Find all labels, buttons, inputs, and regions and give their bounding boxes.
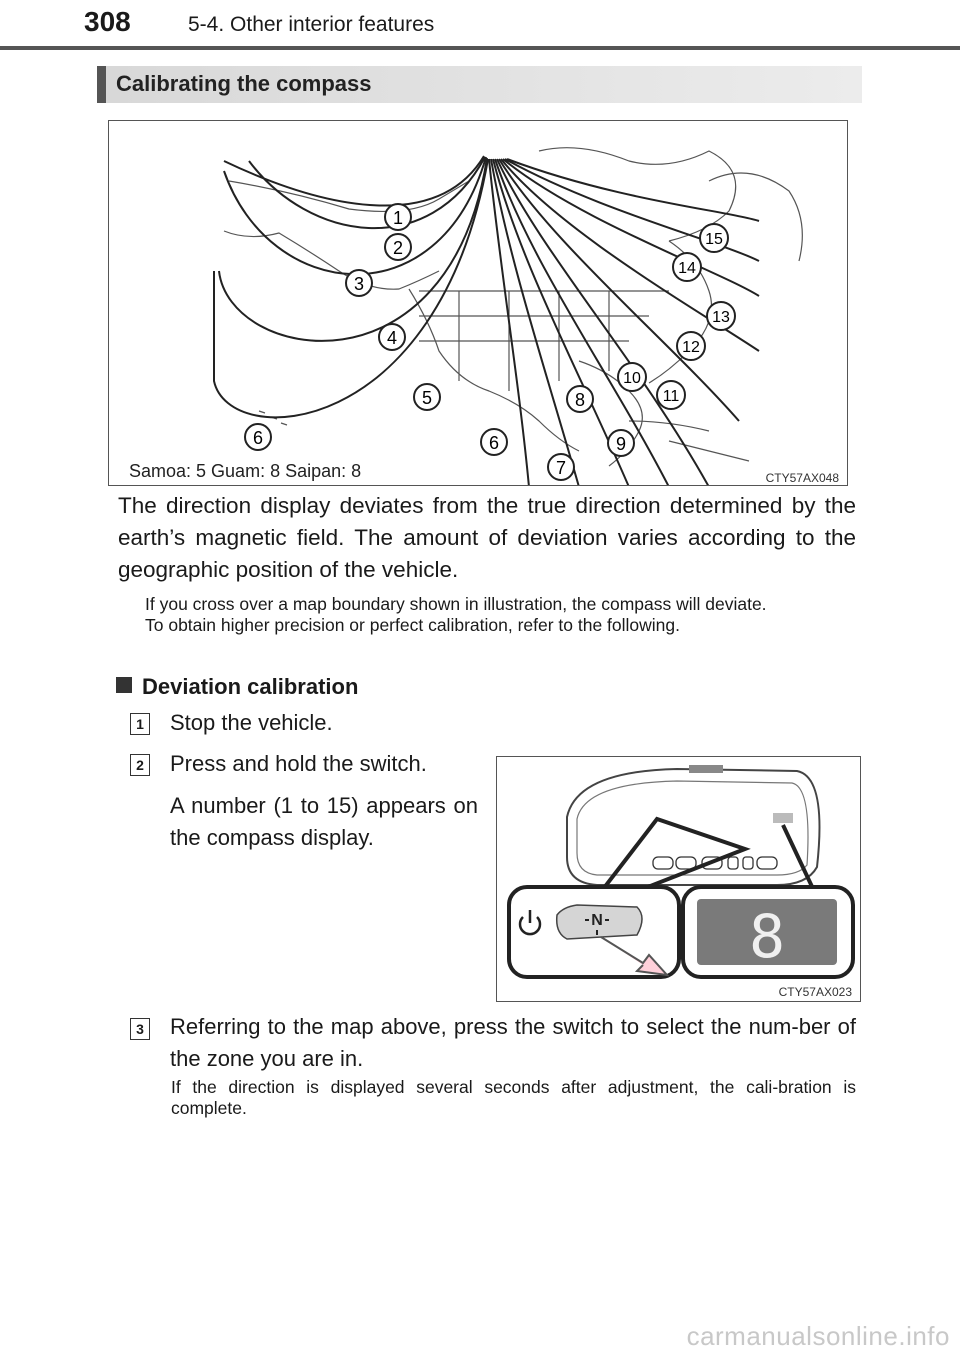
zone-label: 12 [682,339,700,356]
zone-markers: 1 2 3 4 5 6 6 7 8 9 10 11 12 13 14 15 [244,203,736,481]
step-badge: 3 [130,1018,150,1040]
square-bullet-icon [116,677,132,693]
zone-marker: 2 [384,233,412,261]
zone-label: 15 [705,231,723,248]
mirror-illustration: N 8 CTY57AX023 [496,756,861,1002]
sub-heading-text: Deviation calibration [142,674,359,699]
compass-display-value: 8 [749,902,785,972]
zone-label: 13 [712,309,730,326]
switch-label: N [591,912,603,929]
zone-label: 11 [663,388,680,405]
mirror-drawing: N 8 [507,765,855,979]
section-heading: Calibrating the compass [97,66,862,103]
note-line: To obtain higher precision or perfect ca… [145,615,681,635]
zone-marker: 9 [607,429,635,457]
map-illustration: 1 2 3 4 5 6 6 7 8 9 10 11 12 13 14 15 [213,147,803,485]
section-heading-text: Calibrating the compass [116,71,372,96]
zone-marker: 13 [706,301,736,331]
zone-label: 10 [623,370,641,387]
zone-marker: 6 [244,423,272,451]
map-caption: Samoa: 5 Guam: 8 Saipan: 8 [129,461,362,481]
note-paragraph: If you cross over a map boundary shown i… [145,594,856,636]
mirror-figure-code: CTY57AX023 [778,985,852,999]
zone-label: 6 [489,433,499,453]
map-figure-code: CTY57AX048 [765,471,839,485]
zone-label: 8 [575,390,585,410]
header-rule [0,46,960,50]
page-number: 308 [84,6,131,37]
zone-marker: 3 [345,269,373,297]
step-badge: 1 [130,713,150,735]
zone-marker: 8 [566,385,594,413]
step-text: Press and hold the switch. [170,751,427,776]
note-line: If you cross over a map boundary shown i… [145,594,767,614]
zone-label: 2 [393,238,403,258]
step-text: Referring to the map above, press the sw… [170,1014,856,1071]
zone-boundary-lines [213,155,760,485]
step-detail: A number (1 to 15) appears on the compas… [170,793,478,850]
zone-label: 9 [616,434,626,454]
compass-zone-map: 1 2 3 4 5 6 6 7 8 9 10 11 12 13 14 15 Sa… [108,120,848,486]
zone-label: 14 [678,260,696,277]
zone-label: 5 [422,388,432,408]
zone-marker: 1 [384,203,412,231]
step-badge: 2 [130,754,150,776]
body-paragraph: The direction display deviates from the … [118,493,856,582]
zone-label: 7 [556,458,566,478]
zone-label: 4 [387,328,397,348]
zone-marker: 4 [378,323,406,351]
zone-marker: 12 [676,331,706,361]
watermark: carmanualsonline.info [686,1321,950,1351]
section-label: 5-4. Other interior features [188,13,435,36]
zone-marker: 7 [547,453,575,481]
zone-label: 1 [393,208,403,228]
power-icon [518,910,542,936]
zone-label: 6 [253,428,263,448]
step-text: Stop the vehicle. [170,710,333,735]
final-note: If the direction is displayed several se… [171,1077,856,1118]
zone-marker: 11 [656,380,686,410]
zone-marker: 14 [672,252,702,282]
zone-marker: 5 [413,383,441,411]
zone-marker: 10 [617,362,647,392]
zone-marker: 6 [480,428,508,456]
zone-marker: 15 [699,223,729,253]
sub-heading: Deviation calibration [116,674,358,700]
zone-label: 3 [354,274,364,294]
